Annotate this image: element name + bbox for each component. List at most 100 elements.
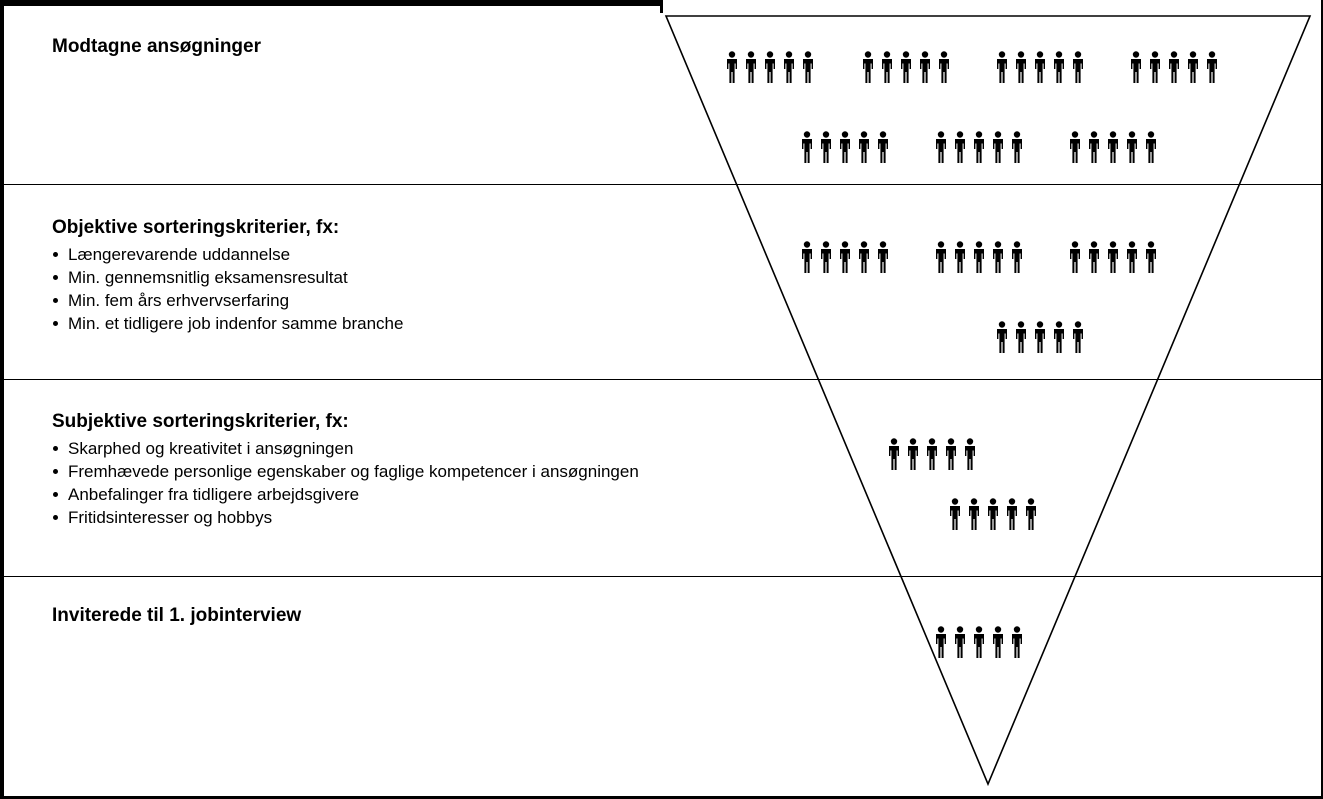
person-icon bbox=[927, 438, 937, 470]
stage-objective: Objektive sorteringskriterier, fx: Længe… bbox=[52, 216, 832, 335]
people-group bbox=[936, 131, 1022, 163]
person-icon bbox=[1035, 321, 1045, 353]
person-icon bbox=[859, 131, 869, 163]
person-icon bbox=[840, 241, 850, 273]
people-group bbox=[802, 131, 888, 163]
person-icon bbox=[974, 241, 984, 273]
person-icon bbox=[936, 131, 946, 163]
person-icon bbox=[889, 438, 899, 470]
person-icon bbox=[1150, 51, 1160, 83]
person-icon bbox=[1188, 51, 1198, 83]
criteria-item: Anbefalinger fra tidligere arbejdsgivere bbox=[52, 483, 832, 506]
people-group bbox=[727, 51, 813, 83]
stage-divider bbox=[0, 379, 1323, 380]
person-icon bbox=[997, 51, 1007, 83]
person-icon bbox=[765, 51, 775, 83]
person-icon bbox=[997, 321, 1007, 353]
person-icon bbox=[1089, 131, 1099, 163]
top-border-tick bbox=[660, 0, 663, 13]
person-icon bbox=[993, 241, 1003, 273]
person-icon bbox=[746, 51, 756, 83]
criteria-item: Min. et tidligere job indenfor samme bra… bbox=[52, 312, 832, 335]
people-group bbox=[863, 51, 949, 83]
person-icon bbox=[965, 438, 975, 470]
person-icon bbox=[936, 626, 946, 658]
criteria-list: Skarphed og kreativitet i ansøgningen Fr… bbox=[52, 437, 832, 529]
person-icon bbox=[1054, 51, 1064, 83]
people-group bbox=[950, 498, 1036, 530]
person-icon bbox=[1016, 321, 1026, 353]
stage-title: Objektive sorteringskriterier, fx: bbox=[52, 217, 340, 238]
person-icon bbox=[1131, 51, 1141, 83]
person-icon bbox=[882, 51, 892, 83]
people-group bbox=[1070, 241, 1156, 273]
people-group bbox=[889, 438, 975, 470]
people-group bbox=[936, 241, 1022, 273]
people-group bbox=[802, 241, 888, 273]
criteria-item: Længerevarende uddannelse bbox=[52, 243, 832, 266]
person-icon bbox=[802, 131, 812, 163]
person-icon bbox=[1016, 51, 1026, 83]
person-icon bbox=[969, 498, 979, 530]
person-icon bbox=[863, 51, 873, 83]
person-icon bbox=[1012, 626, 1022, 658]
criteria-item: Fritidsinteresser og hobbys bbox=[52, 506, 832, 529]
person-icon bbox=[993, 626, 1003, 658]
stage-title: Inviterede til 1. jobinterview bbox=[52, 605, 302, 626]
person-icon bbox=[920, 51, 930, 83]
people-group bbox=[997, 321, 1083, 353]
person-icon bbox=[1207, 51, 1217, 83]
person-icon bbox=[988, 498, 998, 530]
criteria-item: Skarphed og kreativitet i ansøgningen bbox=[52, 437, 832, 460]
person-icon bbox=[1108, 131, 1118, 163]
person-icon bbox=[1035, 51, 1045, 83]
person-icon bbox=[1146, 131, 1156, 163]
stage-invited: Inviterede til 1. jobinterview bbox=[52, 604, 832, 631]
person-icon bbox=[1012, 131, 1022, 163]
stage-divider bbox=[0, 184, 1323, 185]
person-icon bbox=[946, 438, 956, 470]
person-icon bbox=[1127, 131, 1137, 163]
criteria-item: Min. fem års erhvervserfaring bbox=[52, 289, 832, 312]
person-icon bbox=[1012, 241, 1022, 273]
person-icon bbox=[1026, 498, 1036, 530]
person-icon bbox=[1007, 498, 1017, 530]
people-group bbox=[1131, 51, 1217, 83]
person-icon bbox=[1089, 241, 1099, 273]
person-icon bbox=[878, 131, 888, 163]
criteria-item: Fremhævede personlige egenskaber og fagl… bbox=[52, 460, 832, 483]
person-icon bbox=[859, 241, 869, 273]
person-icon bbox=[1073, 51, 1083, 83]
person-icon bbox=[727, 51, 737, 83]
stage-title: Subjektive sorteringskriterier, fx: bbox=[52, 411, 349, 432]
people-group bbox=[1070, 131, 1156, 163]
person-icon bbox=[939, 51, 949, 83]
person-icon bbox=[878, 241, 888, 273]
person-icon bbox=[936, 241, 946, 273]
person-icon bbox=[1054, 321, 1064, 353]
top-border bbox=[0, 0, 662, 6]
person-icon bbox=[821, 241, 831, 273]
person-icon bbox=[1127, 241, 1137, 273]
person-icon bbox=[1108, 241, 1118, 273]
funnel-triangle bbox=[664, 15, 1312, 787]
person-icon bbox=[803, 51, 813, 83]
people-group bbox=[936, 626, 1022, 658]
person-icon bbox=[802, 241, 812, 273]
person-icon bbox=[1073, 321, 1083, 353]
person-icon bbox=[955, 131, 965, 163]
people-group bbox=[997, 51, 1083, 83]
stage-subjective: Subjektive sorteringskriterier, fx: Skar… bbox=[52, 410, 832, 529]
person-icon bbox=[955, 626, 965, 658]
person-icon bbox=[974, 626, 984, 658]
person-icon bbox=[1146, 241, 1156, 273]
person-icon bbox=[901, 51, 911, 83]
stage-title: Modtagne ansøgninger bbox=[52, 36, 261, 57]
person-icon bbox=[974, 131, 984, 163]
person-icon bbox=[955, 241, 965, 273]
person-icon bbox=[1169, 51, 1179, 83]
stage-received: Modtagne ansøgninger bbox=[52, 35, 832, 62]
criteria-item: Min. gennemsnitlig eksamensresultat bbox=[52, 266, 832, 289]
stage-divider bbox=[0, 576, 1323, 577]
